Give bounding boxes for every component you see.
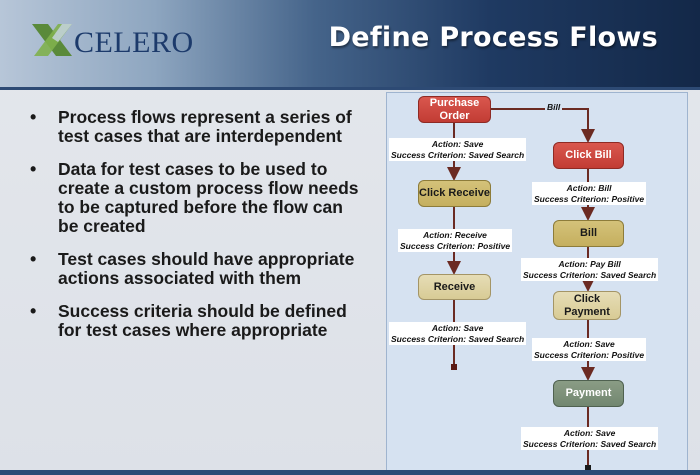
action-label: Action: Bill: [566, 183, 612, 193]
action-label: Action: Save: [431, 323, 484, 333]
footer-bar: [0, 470, 700, 475]
edge-label-click-bill-bill: Action: Bill Success Criterion: Positive: [532, 182, 647, 205]
header-divider: [0, 87, 700, 90]
node-click-receive: Click Receive: [418, 180, 491, 207]
xcelero-logo: CELERO: [28, 20, 198, 60]
criterion-label: Success Criterion: Positive: [534, 193, 645, 204]
edge-label-bill: Bill: [545, 102, 563, 112]
bullet-item: Test cases should have appropriate actio…: [28, 250, 368, 288]
bullet-item: Data for test cases to be used to create…: [28, 160, 368, 236]
x-logo-icon: [32, 24, 72, 56]
action-label: Action: Receive: [423, 230, 487, 240]
node-click-bill: Click Bill: [553, 142, 624, 169]
header-banner: [0, 0, 700, 87]
edge-label-payment-out: Action: Save Success Criterion: Saved Se…: [521, 427, 659, 450]
bullet-list: Process flows represent a series of test…: [28, 108, 368, 354]
node-bill: Bill: [553, 220, 624, 247]
edge-label-po-click-receive: Action: Save Success Criterion: Saved Se…: [389, 138, 527, 161]
process-flow-diagram: Purchase Order Click Receive Receive Cli…: [386, 92, 688, 475]
node-purchase-order: Purchase Order: [418, 96, 491, 123]
edge-po-click-bill: [491, 108, 595, 143]
edge-label-click-receive-receive: Action: Receive Success Criterion: Posit…: [398, 229, 513, 252]
action-label: Action: Pay Bill: [558, 259, 621, 269]
criterion-label: Success Criterion: Saved Search: [391, 333, 525, 344]
bullet-item: Success criteria should be defined for t…: [28, 302, 368, 340]
criterion-label: Success Criterion: Positive: [534, 349, 645, 360]
edge-label-click-payment-payment: Action: Save Success Criterion: Positive: [532, 338, 647, 361]
criterion-label: Success Criterion: Positive: [400, 240, 511, 251]
slide-title: Define Process Flows: [328, 22, 658, 53]
logo-wordmark: CELERO: [74, 26, 194, 59]
node-receive: Receive: [418, 274, 491, 300]
flow-end-marker: [585, 465, 591, 473]
action-label: Action: Save: [563, 428, 616, 438]
criterion-label: Success Criterion: Saved Search: [523, 269, 657, 280]
node-payment: Payment: [553, 380, 624, 407]
criterion-label: Success Criterion: Saved Search: [391, 149, 525, 160]
bullet-item: Process flows represent a series of test…: [28, 108, 368, 146]
node-click-payment: Click Payment: [553, 291, 621, 320]
action-label: Action: Save: [431, 139, 484, 149]
edge-label-receive-out: Action: Save Success Criterion: Saved Se…: [389, 322, 527, 345]
action-label: Action: Save: [563, 339, 615, 349]
flow-end-marker: [451, 364, 457, 370]
edge-label-bill-click-payment: Action: Pay Bill Success Criterion: Save…: [521, 258, 659, 281]
criterion-label: Success Criterion: Saved Search: [523, 438, 657, 449]
